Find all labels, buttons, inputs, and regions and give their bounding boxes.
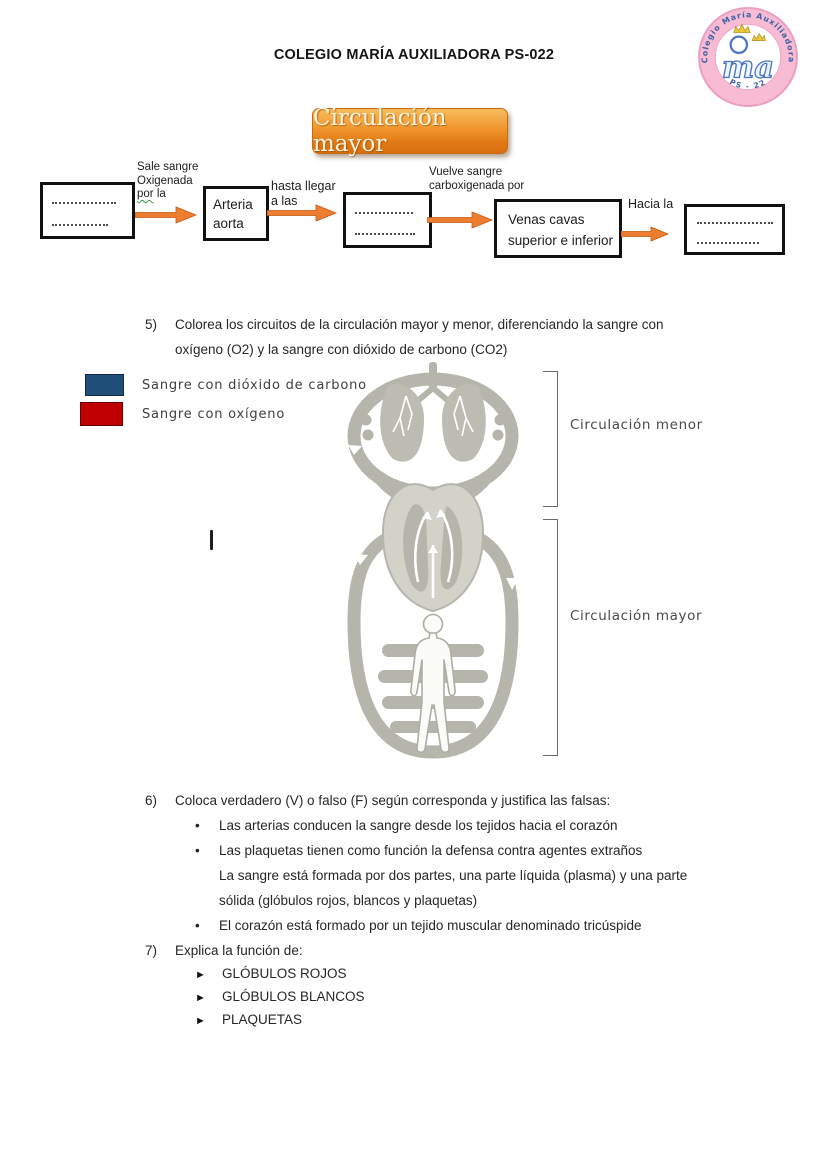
bullet-marker: • [195,918,200,933]
dotted-blank-line [697,242,759,244]
statement-item: • El corazón está formado por un tejido … [195,913,723,938]
flow-label-hacia-la: Hacia la [628,197,674,211]
flow-arrow-icon [427,211,493,229]
bracket-circulacion-menor [543,371,558,507]
list-item: ► GLÓBULOS ROJOS [195,963,645,986]
arrow-bullet-icon: ► [195,992,206,1004]
question-5: 5) Colorea los circuitos de la circulaci… [145,312,701,362]
banner-label: Circulación mayor [313,105,447,157]
section-banner: Circulación mayor [312,105,508,157]
question-6: 6) Coloca verdadero (V) o falso (F) segú… [145,788,725,938]
school-logo: Colegio María Auxiliadora PS - 22 ma [698,7,798,107]
text-cursor-artifact [210,530,213,550]
arrow-bullet-icon: ► [195,969,206,981]
statement-item: • Las arterias conducen la sangre desde … [195,813,723,838]
human-figure [410,613,456,754]
flow-arrow-icon [135,206,197,224]
dotted-blank-line [52,224,108,226]
list-item: ► GLÓBULOS BLANCOS [195,986,645,1009]
list-item: ► PLAQUETAS [195,1009,645,1032]
label-circulacion-menor: Circulación menor [570,417,703,433]
circulatory-system-diagram [347,362,519,759]
arrow-bullet-icon: ► [195,1015,206,1027]
page-title: COLEGIO MARÍA AUXILIADORA PS-022 [273,47,555,63]
label-circulacion-mayor: Circulación mayor [570,608,703,624]
question-number: 7) [145,943,158,958]
logo-monogram: ma [722,49,774,85]
flow-arrow-icon [621,226,669,242]
flow-label-vuelve-sangre: Vuelve sangre carboxigenada por [429,166,525,192]
misspell-underline: por [137,188,154,200]
crown-icon [733,23,751,33]
question-number: 6) [145,793,158,808]
dotted-blank-line [697,222,773,224]
flow-arrow-icon [267,204,337,222]
dotted-blank-line [355,233,415,235]
svg-text:PS - 22: PS - 22 [728,77,768,91]
flow-label-sale-sangre: Sale sangre Oxigenada por la [137,161,199,200]
question-7: 7) Explica la función de: ► GLÓBULOS ROJ… [145,938,645,1032]
dotted-blank-line [52,202,116,204]
flow-box-venas-cavas: Venas cavas superior e inferior [494,199,622,258]
question-text: Explica la función de: [175,943,303,958]
bracket-circulacion-mayor [543,519,558,756]
dotted-blank-line [355,212,413,214]
legend-label: Sangre con oxígeno [142,406,286,422]
legend-label: Sangre con dióxido de carbono [142,377,367,393]
legend-item-o2: Sangre con oxígeno [80,402,285,426]
monogram-loop [729,35,749,55]
question-text: Coloca verdadero (V) o falso (F) según c… [175,793,611,808]
color-swatch-o2 [80,402,123,426]
crown-icon [751,32,766,41]
statement-item: • Las plaquetas tienen como función la d… [195,838,723,863]
question-text: Colorea los circuitos de la circulación … [175,317,664,357]
trachea-shape [429,362,437,389]
answer-box-blank-2[interactable] [343,192,432,248]
logo-bottom-text: PS - 22 [728,77,766,91]
bullet-marker: • [195,818,200,833]
legend-item-co2: Sangre con dióxido de carbono [85,374,367,396]
answer-box-blank-1[interactable] [40,182,135,239]
bullet-marker [195,863,219,913]
question-number: 5) [145,317,158,332]
flow-label-hasta-llegar: hasta llegar a las [271,179,336,208]
answer-box-blank-3[interactable] [684,204,785,255]
flow-box-arteria-aorta: Arteria aorta [203,186,269,241]
statement-item: La sangre está formada por dos partes, u… [195,863,723,913]
color-swatch-co2 [85,374,124,396]
left-lung-shape [380,384,424,462]
bullet-marker: • [195,843,200,858]
right-lung-shape [442,384,486,462]
